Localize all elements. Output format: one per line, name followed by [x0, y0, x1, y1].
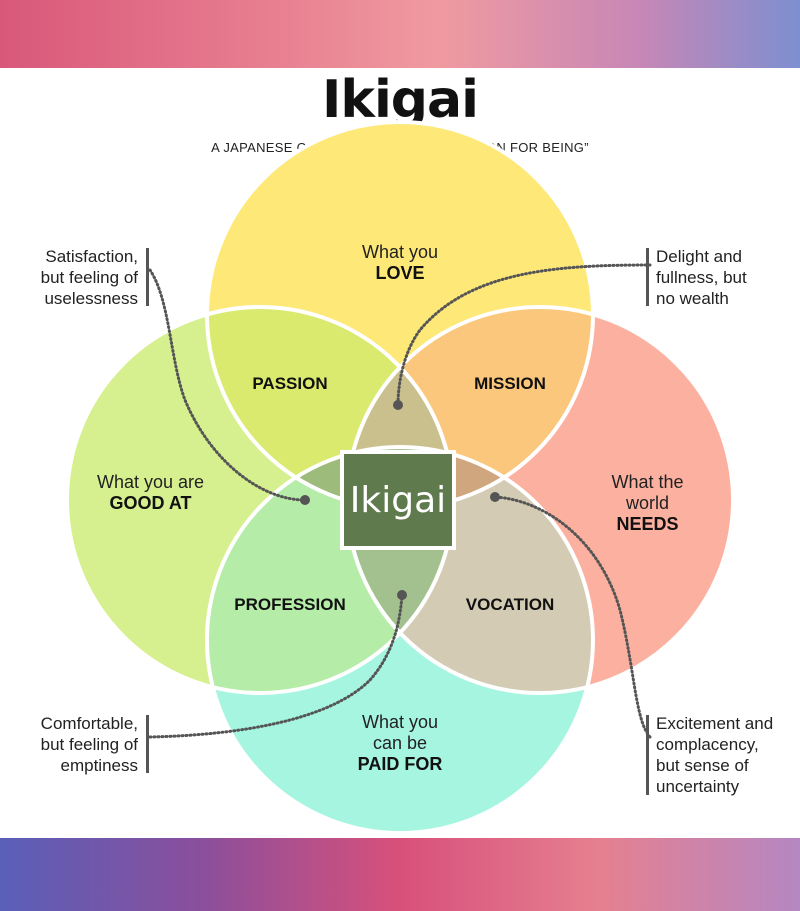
connector-bottom-left — [148, 593, 404, 739]
label-vocation: VOCATION — [465, 595, 555, 614]
label-profession: PROFESSION — [234, 595, 346, 614]
label-ikigai-center: Ikigai — [349, 479, 447, 521]
bottom-banner — [0, 838, 800, 911]
top-banner — [0, 0, 800, 68]
page-title: Ikigai — [322, 70, 479, 130]
connector-bottom-right — [493, 495, 652, 739]
connector-top-left — [148, 268, 307, 502]
label-mission: MISSION — [474, 374, 546, 393]
ikigai-center-box — [340, 450, 456, 550]
note-top-left-bar — [146, 248, 149, 306]
note-bottom-left-bar — [146, 715, 149, 773]
label-passion: PASSION — [252, 374, 328, 393]
note-bottom-right-bar — [646, 715, 649, 795]
connector-top-right — [396, 263, 652, 407]
note-top-right-bar — [646, 248, 649, 306]
